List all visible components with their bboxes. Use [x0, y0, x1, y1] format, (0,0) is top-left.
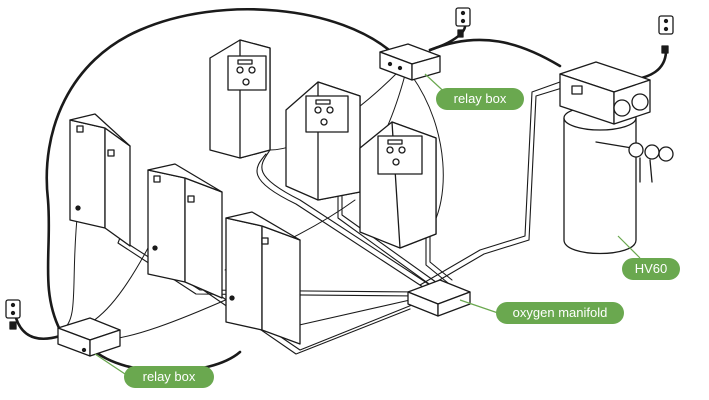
generator-2 — [285, 81, 361, 201]
oxygen-manifold — [407, 279, 471, 317]
hv60-unit — [559, 61, 674, 255]
generator-1 — [209, 39, 271, 159]
relay-box-bottom-label: relay box — [124, 366, 214, 388]
hv60-label: HV60 — [622, 258, 680, 280]
cabinet-1 — [69, 113, 131, 247]
wall-outlet-icon — [5, 7, 674, 319]
cabinet-3 — [225, 211, 301, 345]
relay-box-top-label: relay box — [436, 88, 524, 110]
relay-box-top — [379, 43, 441, 81]
generator-3 — [359, 121, 437, 249]
power-plug-icon — [9, 29, 669, 330]
oxygen-manifold-label: oxygen manifold — [496, 302, 624, 324]
cabinet-2 — [147, 163, 223, 299]
relay-box-bottom — [57, 317, 121, 357]
